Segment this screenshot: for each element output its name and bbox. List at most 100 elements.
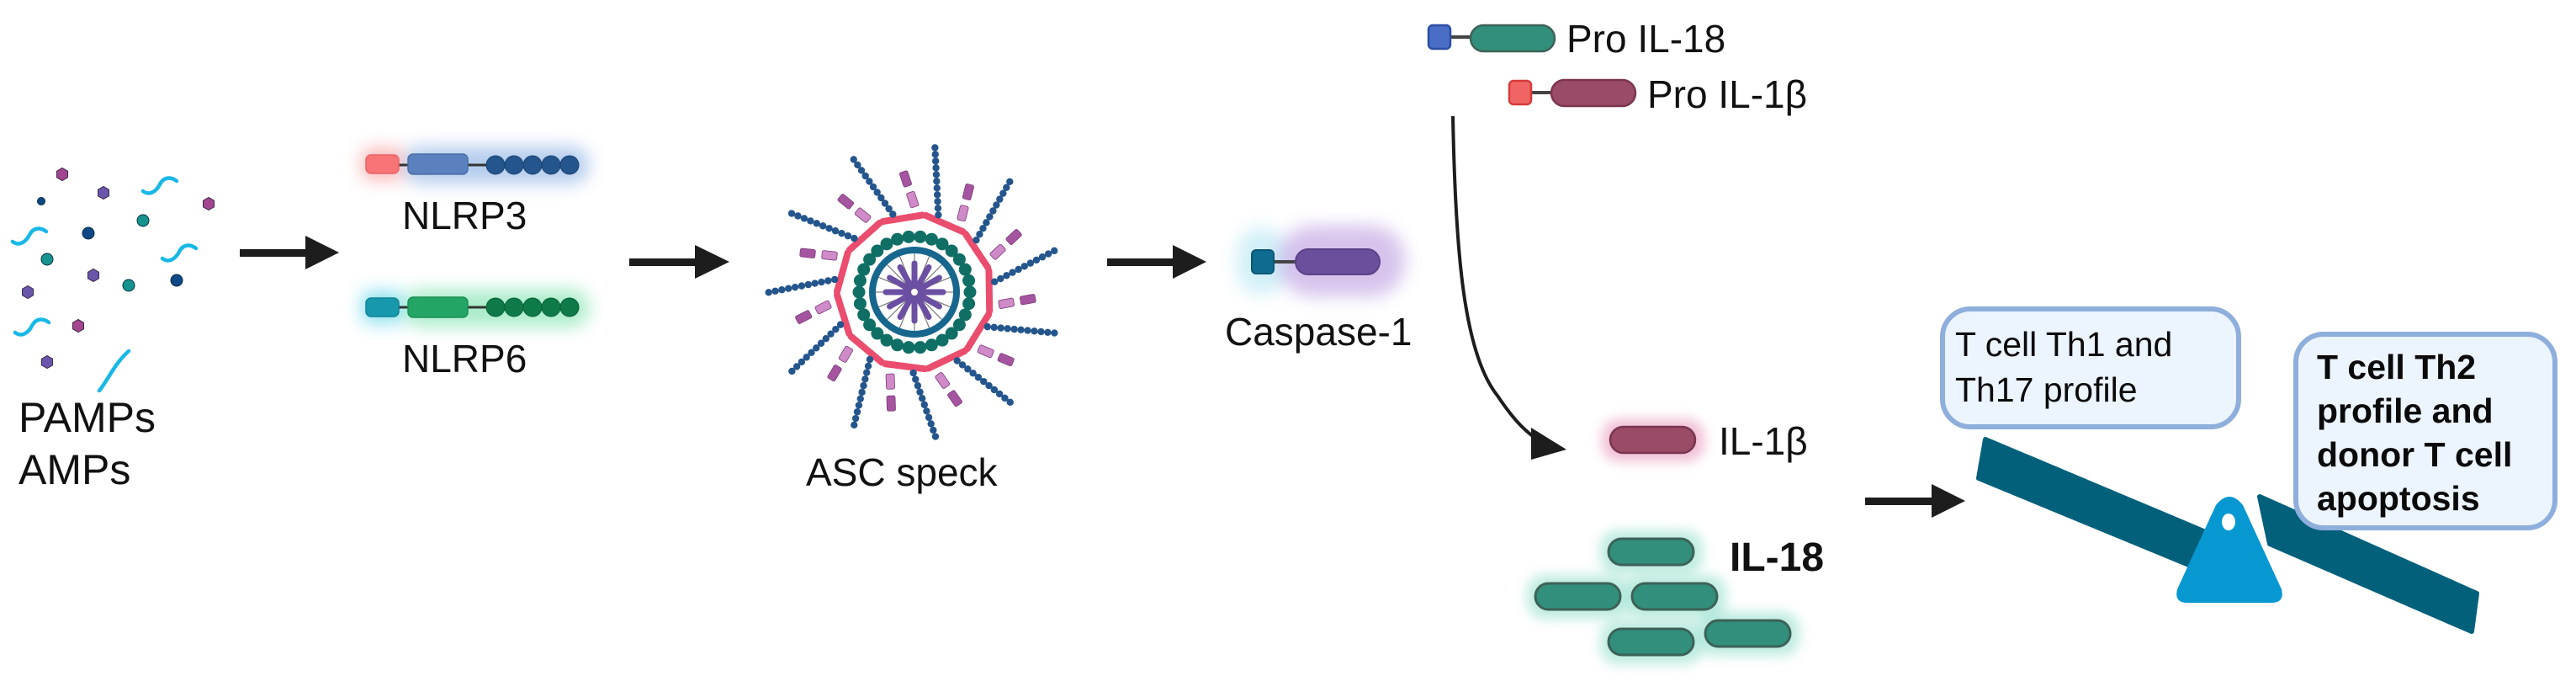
asc-nacht-segment bbox=[963, 311, 993, 353]
asc-pyd-bead bbox=[891, 338, 904, 352]
asc-pyd-bead bbox=[958, 263, 972, 276]
asc-pyd-bead bbox=[962, 274, 976, 287]
asc-card-domain bbox=[899, 170, 912, 188]
th2-line-3: donor T cell bbox=[2317, 435, 2513, 474]
il18-molecule bbox=[1630, 582, 1719, 611]
asc-lrr-bead bbox=[804, 280, 812, 289]
asc-spoke bbox=[919, 296, 942, 320]
pamps-label: PAMPs bbox=[19, 394, 156, 441]
asc-card-domain bbox=[1005, 229, 1022, 245]
asc-card-domain bbox=[997, 353, 1015, 367]
asc-spoke bbox=[887, 296, 910, 320]
asc-lrr-bead bbox=[787, 210, 796, 217]
asc-lrr-bead bbox=[916, 388, 924, 396]
asc-lrr-bead bbox=[855, 402, 863, 409]
asc-lrr-bead bbox=[817, 339, 825, 347]
asc-pyd-bead bbox=[871, 327, 884, 340]
asc-lrr-bead bbox=[983, 219, 990, 226]
asc-card-domain bbox=[935, 372, 951, 389]
asc-lrr-bead bbox=[873, 189, 881, 196]
asc-card-domain bbox=[827, 365, 842, 382]
caspase-core-petal bbox=[897, 294, 914, 320]
asc-pyd-bead bbox=[857, 263, 871, 276]
lrr-bead bbox=[541, 155, 561, 175]
pamp-wave bbox=[13, 317, 51, 337]
pamp-wave bbox=[140, 176, 179, 195]
asc-lrr-bead bbox=[914, 381, 922, 390]
th2-line-4: apoptosis bbox=[2317, 479, 2480, 518]
asc-lrr-bead bbox=[979, 225, 987, 232]
caspase-core-petal bbox=[916, 274, 942, 292]
nlrp6-protein-icon bbox=[362, 290, 589, 327]
pamp-dot bbox=[40, 253, 54, 266]
asc-card-domain bbox=[837, 194, 855, 210]
asc-core-hole bbox=[911, 289, 918, 295]
pamp-dot bbox=[136, 214, 150, 227]
th1-th17-profile-box: T cell Th1 and Th17 profile bbox=[1940, 306, 2241, 429]
asc-pyd-bead bbox=[863, 253, 877, 266]
asc-nacht-segment bbox=[882, 360, 929, 373]
lrr-bead bbox=[522, 297, 543, 317]
pamp-hexagon bbox=[87, 268, 99, 283]
caspase-core-petal bbox=[887, 292, 913, 310]
th1-th17-line-1: T cell Th1 and bbox=[1955, 325, 2173, 364]
asc-lrr-bead bbox=[918, 395, 926, 402]
pamp-hexagon bbox=[41, 354, 53, 370]
asc-nacht-segment bbox=[845, 219, 883, 253]
pamp-hexagon bbox=[203, 196, 215, 211]
lrr-bead bbox=[522, 155, 543, 175]
asc-card-domain bbox=[854, 207, 872, 223]
asc-lrr-bead bbox=[1004, 325, 1011, 333]
asc-lrr-bead bbox=[997, 274, 1004, 283]
asc-lrr-bead bbox=[877, 194, 885, 202]
asc-lrr-bead bbox=[807, 217, 814, 225]
asc-lrr-bead bbox=[860, 381, 867, 390]
lrr-bead bbox=[541, 297, 561, 317]
asc-lrr-bead bbox=[985, 381, 993, 390]
asc-lrr-bead bbox=[792, 363, 801, 370]
seesaw-balance-icon bbox=[1976, 437, 2479, 634]
asc-pyd-bead bbox=[936, 237, 949, 251]
asc-pyd-bead bbox=[962, 297, 976, 311]
caspase-core-petal bbox=[887, 274, 913, 292]
asc-lrr-bead bbox=[850, 156, 857, 163]
pamps-amps-molecules-icon bbox=[10, 167, 215, 393]
asc-pyd-bead bbox=[880, 333, 893, 347]
th2-line-2: profile and bbox=[2317, 391, 2494, 430]
asc-lrr-bead bbox=[925, 413, 933, 422]
asc-lrr-bead bbox=[857, 167, 866, 174]
asc-lrr-bead bbox=[818, 278, 825, 286]
caspase-core-petal bbox=[897, 264, 914, 290]
asc-pyd-bead bbox=[871, 244, 884, 258]
asc-pyd-bead bbox=[936, 333, 949, 347]
asc-lrr-bead bbox=[851, 414, 860, 423]
asc-lrr-bead bbox=[836, 321, 845, 328]
asc-lrr-bead bbox=[813, 220, 820, 227]
arrow-pamps-to-nlrp bbox=[240, 236, 339, 269]
asc-lrr-bead bbox=[909, 369, 917, 377]
amps-label: AMPs bbox=[19, 446, 130, 493]
asc-spoke bbox=[919, 264, 942, 288]
asc-lrr-bead bbox=[889, 210, 897, 218]
il18-molecule bbox=[1534, 582, 1622, 611]
lrr-bead bbox=[485, 155, 506, 175]
asc-lrr-bead bbox=[830, 275, 839, 284]
asc-card-domain bbox=[1019, 294, 1036, 306]
asc-lrr-bead bbox=[933, 184, 941, 192]
asc-lrr-bead bbox=[932, 171, 941, 178]
pro-il1b-label: Pro IL-1β bbox=[1647, 72, 1807, 116]
asc-lrr-bead bbox=[1032, 256, 1041, 264]
asc-lrr-bead bbox=[953, 357, 961, 365]
asc-lrr-bead bbox=[991, 278, 999, 285]
asc-lrr-bead bbox=[1037, 327, 1045, 336]
asc-lrr-bead bbox=[785, 285, 792, 292]
asc-pyd-bead bbox=[963, 285, 977, 299]
asc-lrr-bead bbox=[765, 289, 772, 296]
asc-nacht-segment bbox=[834, 249, 851, 295]
lrr-bead bbox=[504, 297, 524, 317]
il18-molecule bbox=[1704, 619, 1792, 648]
asc-lrr-bead bbox=[825, 225, 833, 232]
caspase-core-petal bbox=[914, 264, 932, 290]
asc-lrr-bead bbox=[851, 234, 858, 242]
asc-lrr-bead bbox=[1044, 250, 1052, 258]
